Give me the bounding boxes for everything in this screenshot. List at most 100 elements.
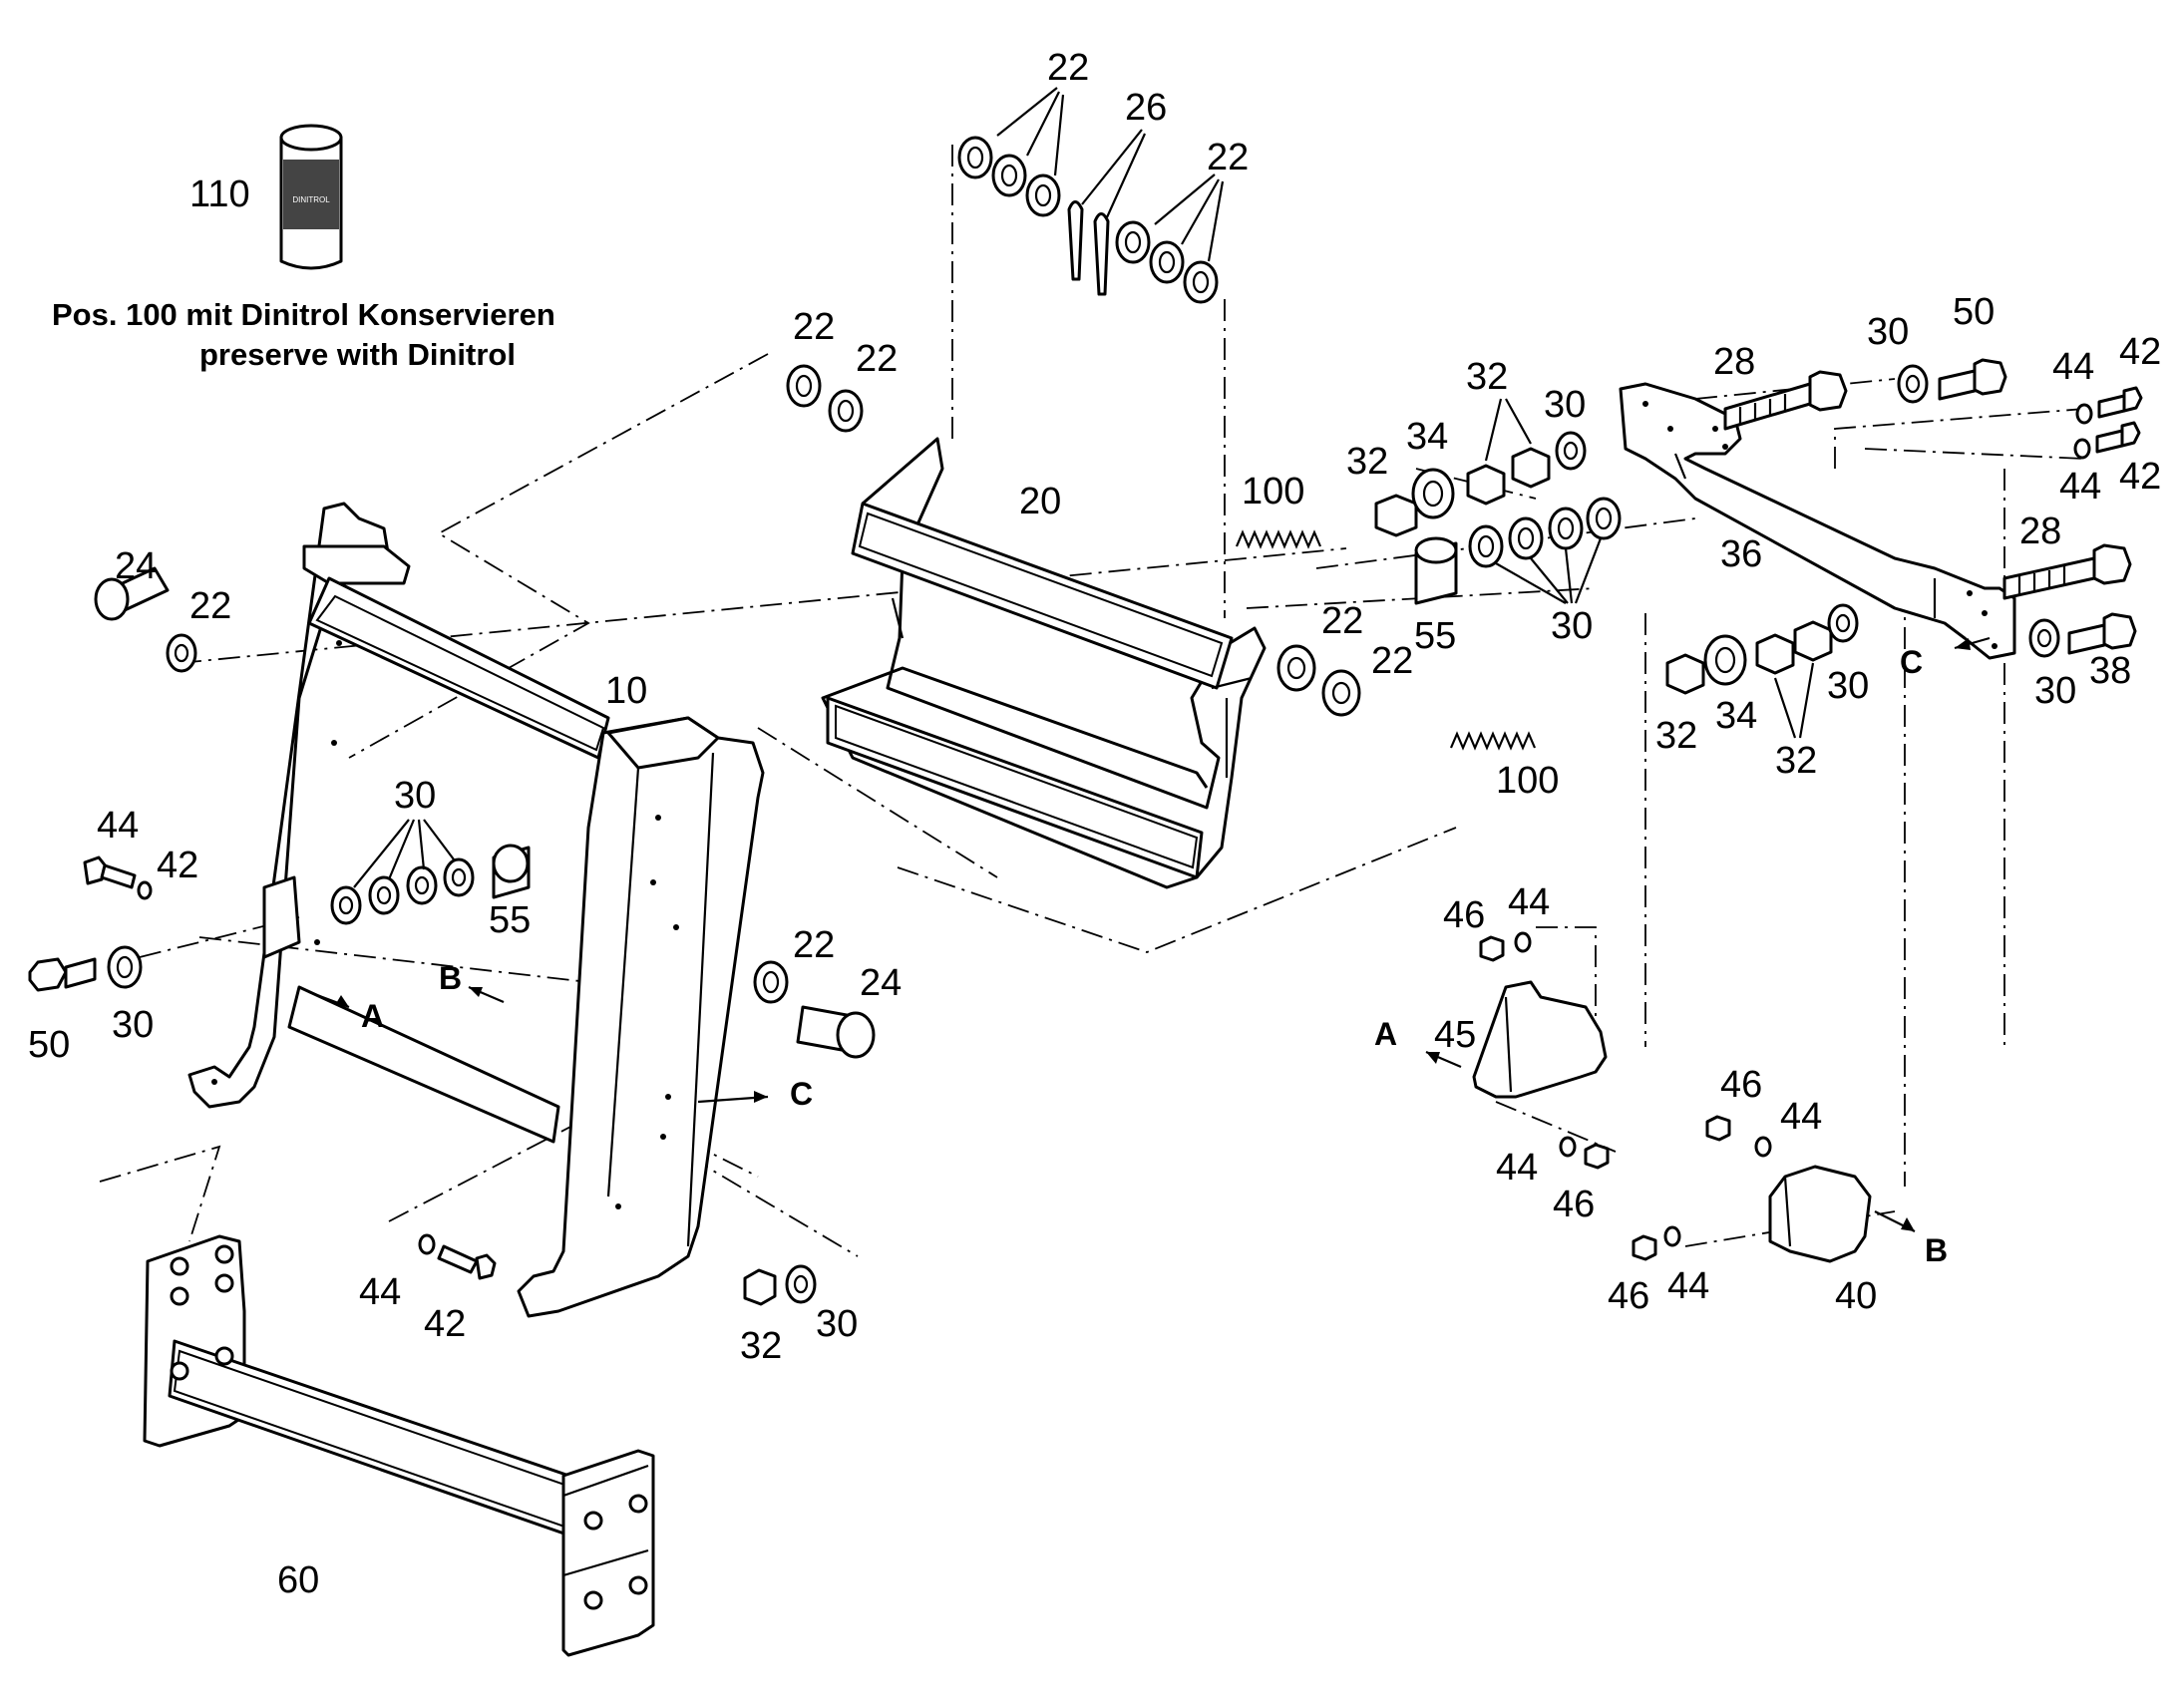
label-44-f: 44 xyxy=(1496,1147,1538,1189)
label-34-b: 34 xyxy=(1715,695,1757,737)
label-32-c: 32 xyxy=(1655,715,1697,757)
label-46-c: 46 xyxy=(1720,1064,1762,1106)
marker-a-right: A xyxy=(1374,1016,1397,1052)
nut-washer-46-44-top xyxy=(1479,931,1532,962)
label-46-b: 46 xyxy=(1553,1184,1595,1225)
label-22-f: 22 xyxy=(1371,640,1413,682)
label-30-b: 30 xyxy=(1551,605,1593,647)
label-42-d: 42 xyxy=(424,1303,466,1345)
step-assembly-60 xyxy=(143,1234,655,1657)
label-32-a: 32 xyxy=(1346,441,1388,483)
label-22-d: 22 xyxy=(856,338,898,380)
label-110: 110 xyxy=(189,173,250,215)
nut-32-bottom xyxy=(743,1268,777,1306)
cotter-pin-26 xyxy=(1067,129,1147,296)
note-german: Pos. 100 mit Dinitrol Konservieren xyxy=(52,297,555,332)
label-55-right: 55 xyxy=(1414,615,1456,657)
label-30-h: 30 xyxy=(816,1303,858,1345)
arrow-c-right-head xyxy=(1955,638,1971,650)
washers-30-center xyxy=(330,819,475,925)
washer-34-lower xyxy=(1703,634,1747,686)
label-24-left: 24 xyxy=(115,545,157,587)
label-44-g: 44 xyxy=(1780,1096,1822,1138)
bushing-55-right xyxy=(1414,536,1458,605)
pin-24-right xyxy=(796,1005,876,1059)
washer-30-top-right xyxy=(1897,364,1929,404)
label-44-d: 44 xyxy=(359,1271,401,1313)
label-30-f: 30 xyxy=(394,775,436,817)
washer-group-22-right xyxy=(1115,173,1225,304)
nuts-32-pair-lower xyxy=(1755,620,1833,739)
label-100-bottom: 100 xyxy=(1496,760,1559,802)
marker-a-left: A xyxy=(361,998,384,1034)
label-30-d: 30 xyxy=(2034,670,2076,712)
label-100-top: 100 xyxy=(1242,471,1304,512)
label-32-e: 32 xyxy=(740,1325,782,1367)
washer-30-lower-right xyxy=(2028,618,2060,658)
label-36: 36 xyxy=(1720,533,1762,575)
label-22-e: 22 xyxy=(1321,600,1363,642)
label-44-c: 44 xyxy=(97,805,139,847)
bracket-45 xyxy=(1472,980,1608,1099)
label-22-right-top: 22 xyxy=(1207,137,1249,178)
view-marker-a-left xyxy=(308,990,350,1009)
label-20: 20 xyxy=(1019,481,1061,522)
pin-24-left xyxy=(94,566,170,621)
label-30-e: 30 xyxy=(1827,665,1869,707)
screw-44-42-top xyxy=(2075,386,2143,425)
screw-44-42-mid xyxy=(2073,421,2141,460)
label-46-d: 46 xyxy=(1608,1275,1649,1317)
label-40: 40 xyxy=(1835,1275,1877,1317)
label-30-a: 30 xyxy=(1544,384,1586,426)
can-label: DINITROL xyxy=(292,195,330,204)
label-22-c: 22 xyxy=(793,306,835,348)
washer-22-right-of-plate xyxy=(753,960,789,1004)
marker-b-right: B xyxy=(1925,1232,1948,1268)
label-42-b: 42 xyxy=(2119,456,2161,498)
bracket-36 xyxy=(1619,382,2016,660)
dinitrol-can-icon: DINITROL xyxy=(279,124,343,270)
label-32-b: 32 xyxy=(1466,356,1508,398)
note-english: preserve with Dinitrol xyxy=(199,337,516,372)
label-55-left: 55 xyxy=(489,899,531,941)
washers-22-right-of-step xyxy=(1276,644,1361,717)
washer-30-left xyxy=(107,945,143,989)
label-50-top: 50 xyxy=(1953,291,1995,333)
view-marker-c-left xyxy=(697,1091,769,1104)
label-44-e: 44 xyxy=(1508,881,1550,923)
label-34-a: 34 xyxy=(1406,416,1448,458)
washers-30-right-group xyxy=(1468,497,1622,604)
nut-washer-46-44-bottom xyxy=(1632,1225,1681,1261)
label-44-h: 44 xyxy=(1667,1265,1709,1307)
bolt-28-top xyxy=(1723,370,1848,431)
washer-30-lower xyxy=(1827,603,1859,643)
nut-washer-46-44-right xyxy=(1705,1115,1772,1158)
nut-32-lower xyxy=(1665,653,1705,695)
washer-30-top xyxy=(1555,431,1587,471)
washer-30-bottom xyxy=(785,1264,817,1304)
label-45: 45 xyxy=(1434,1014,1476,1056)
spring-100-bottom xyxy=(1449,731,1537,751)
washer-34-top xyxy=(1411,468,1455,519)
screw-44-42-left xyxy=(83,855,153,900)
label-44-b: 44 xyxy=(2059,466,2101,508)
label-22-top: 22 xyxy=(1047,47,1089,89)
marker-c-left: C xyxy=(790,1076,813,1112)
label-22-h: 22 xyxy=(793,924,835,966)
nut-32-top xyxy=(1374,494,1418,537)
nuts-32-pair-top xyxy=(1466,398,1551,506)
label-32-d: 32 xyxy=(1775,740,1817,782)
bolt-50-top xyxy=(1938,358,2007,401)
side-plate-10 xyxy=(517,716,765,1318)
spring-100-top xyxy=(1235,529,1322,549)
bolt-38 xyxy=(2067,612,2137,655)
label-42-c: 42 xyxy=(157,845,198,886)
bolt-28-lower xyxy=(2002,543,2132,600)
step-assembly-20 xyxy=(821,437,1267,889)
screw-44-42-bottom xyxy=(418,1233,497,1280)
nut-washer-44-46-mid xyxy=(1559,1136,1610,1170)
label-46-a: 46 xyxy=(1443,894,1485,936)
marker-c-right: C xyxy=(1900,644,1923,680)
label-26: 26 xyxy=(1125,87,1167,129)
